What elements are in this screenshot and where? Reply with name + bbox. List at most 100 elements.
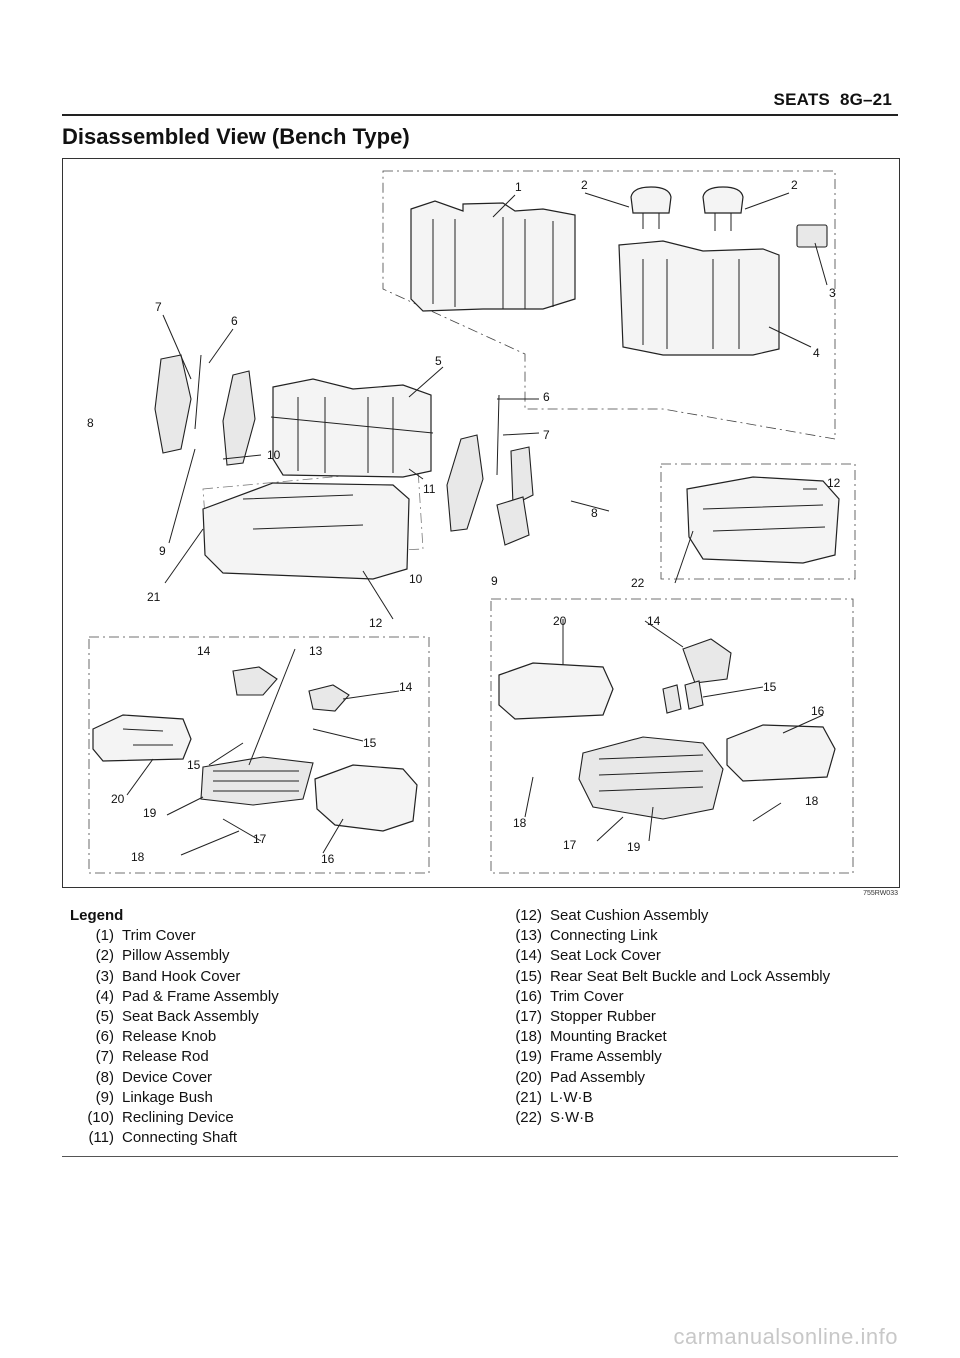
- legend-item-label: L·W·B: [550, 1088, 593, 1106]
- legend-item: (18)Mounting Bracket: [498, 1027, 830, 1047]
- callout-number: 17: [253, 832, 267, 846]
- callout-number: 18: [131, 850, 145, 864]
- legend-item-label: Mounting Bracket: [550, 1028, 667, 1046]
- legend-item-label: Seat Lock Cover: [550, 947, 661, 965]
- legend-item-number: (14): [515, 947, 542, 965]
- callout-number: 18: [805, 794, 819, 808]
- legend-item: (15)Rear Seat Belt Buckle and Lock Assem…: [498, 967, 830, 987]
- callout-number: 16: [321, 852, 335, 866]
- legend-item-number: (20): [515, 1068, 542, 1086]
- legend-item: (2) Pillow Assembly: [70, 946, 279, 966]
- legend-item: (10) Reclining Device: [70, 1108, 279, 1128]
- pillow-illustration: [630, 186, 744, 231]
- legend-item: (4) Pad & Frame Assembly: [70, 987, 279, 1007]
- callout-number: 6: [543, 390, 550, 404]
- legend-item: (3) Band Hook Cover: [70, 967, 279, 987]
- legend-item: (6) Release Knob: [70, 1027, 279, 1047]
- legend-item: (17)Stopper Rubber: [498, 1007, 830, 1027]
- callout-number: 4: [813, 346, 820, 360]
- legend-item-number: (1): [95, 927, 114, 945]
- legend-item-label: Connecting Link: [550, 927, 658, 945]
- legend-item: (1) Trim Cover: [70, 926, 279, 946]
- callout-number: 7: [543, 428, 550, 442]
- legend-item: (12) Seat Cushion Assembly: [498, 906, 830, 926]
- callout-number: 15: [363, 736, 377, 750]
- legend-item-number: (2): [95, 947, 114, 965]
- callout-number: 9: [159, 544, 166, 558]
- legend-item-number: (16): [515, 987, 542, 1005]
- callout-number: 20: [553, 614, 567, 628]
- legend-item-number: (5): [95, 1008, 114, 1026]
- callout-number: 5: [435, 354, 442, 368]
- legend-item-number: (6): [95, 1028, 114, 1046]
- legend-item: (19) Frame Assembly: [498, 1047, 830, 1067]
- legend-item: (5)Seat Back Assembly: [70, 1007, 279, 1027]
- page-title: Disassembled View (Bench Type): [62, 124, 410, 149]
- callout-number: 19: [143, 806, 157, 820]
- callout-number: 8: [87, 416, 94, 430]
- legend-item-number: (22): [515, 1109, 542, 1127]
- footer-rule: [62, 1156, 898, 1157]
- legend-item-number: (12): [515, 907, 542, 924]
- legend-item-label: Band Hook Cover: [122, 967, 241, 985]
- page-number: 8G–21: [839, 90, 892, 109]
- callout-number: 2: [581, 178, 588, 192]
- callout-number: 14: [399, 680, 413, 694]
- callout-number: 10: [409, 572, 423, 586]
- legend-item: (21) L·W·B: [498, 1088, 830, 1108]
- legend-right-column: (12) Seat Cushion Assembly (13) Connecting …: [498, 906, 830, 1128]
- legend-item-number: (11): [88, 1129, 114, 1147]
- legend-item-number: (4): [95, 987, 114, 1005]
- legend-item-number: (13): [515, 927, 542, 945]
- callout-number: 21: [147, 590, 161, 604]
- callout-number: 11: [423, 482, 436, 496]
- legend-item-label: Trim Cover: [550, 987, 624, 1005]
- legend-title: Legend: [70, 907, 124, 924]
- legend-item-label: S·W·B: [550, 1109, 595, 1127]
- callout-number: 19: [627, 840, 641, 854]
- legend-item: (13) Connecting Link: [498, 926, 830, 946]
- legend-item-label: Reclining Device: [122, 1109, 234, 1127]
- figure-code: 755RW033: [863, 890, 898, 897]
- callout-number: 17: [563, 838, 577, 852]
- trim-cover-illustration: [410, 200, 576, 312]
- callout-number: 13: [309, 644, 323, 658]
- callout-number: 16: [811, 704, 825, 718]
- legend-item: (11) Connecting Shaft: [70, 1128, 279, 1148]
- header-rule: [62, 114, 898, 116]
- callout-number: 20: [111, 792, 125, 806]
- legend-item-label: Frame Assembly: [550, 1048, 662, 1066]
- legend-item-label: Release Knob: [122, 1028, 217, 1046]
- legend-item: (7)Release Rod: [70, 1047, 279, 1067]
- callout-number: 15: [763, 680, 777, 694]
- legend-item-label: Connecting Shaft: [122, 1129, 238, 1147]
- callout-number: 3: [829, 286, 836, 300]
- legend-item: (22) S·W·B: [498, 1108, 830, 1128]
- legend-item-label: Seat Cushion Assembly: [550, 907, 709, 924]
- callout-number: 2: [791, 178, 798, 192]
- callout-number: 6: [231, 314, 238, 328]
- callout-number: 10: [267, 448, 281, 462]
- legend-item-label: Rear Seat Belt Buckle and Lock Assembly: [550, 967, 831, 985]
- callout-number: 12: [827, 476, 841, 490]
- callout-number: 18: [513, 816, 527, 830]
- callout-number: 15: [187, 758, 201, 772]
- legend-item-label: Trim Cover: [122, 927, 196, 945]
- legend-item-label: Device Cover: [122, 1068, 213, 1086]
- callout-number: 14: [197, 644, 211, 658]
- legend-item-label: Stopper Rubber: [550, 1008, 656, 1026]
- legend-left-column: Legend (1) Trim Cover (2) Pillow Assembly (3…: [70, 906, 279, 1148]
- legend-item-number: (19): [515, 1048, 542, 1066]
- legend-item: (20)Pad Assembly: [498, 1068, 830, 1088]
- watermark: carmanualsonline.info: [673, 1324, 898, 1349]
- legend-item-number: (9): [95, 1088, 114, 1106]
- legend-item-number: (10): [87, 1109, 114, 1127]
- legend-item-label: Pad & Frame Assembly: [122, 987, 279, 1005]
- legend-item-number: (3): [95, 967, 114, 985]
- legend-item-number: (21): [515, 1088, 542, 1106]
- legend-item-label: Pillow Assembly: [122, 947, 230, 965]
